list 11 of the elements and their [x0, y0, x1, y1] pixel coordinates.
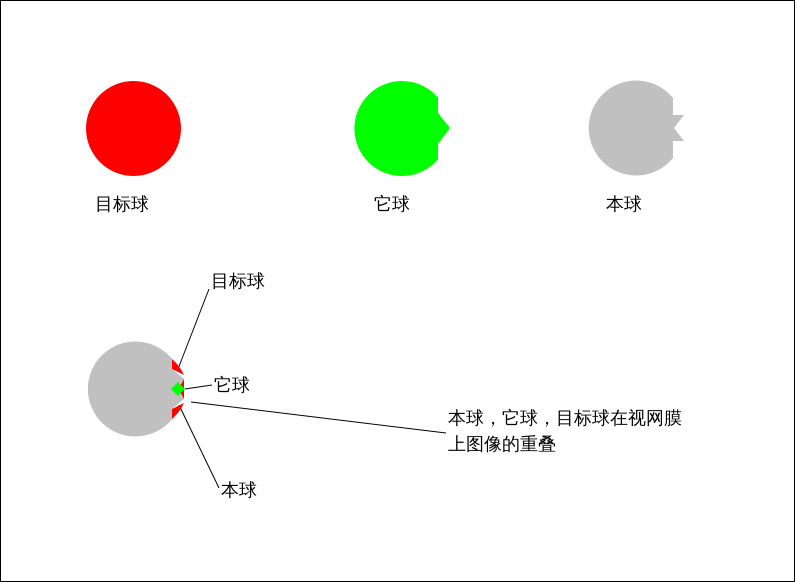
ball-label: 目标球: [95, 193, 149, 217]
callout-label: 目标球: [211, 270, 265, 294]
leader-line: [190, 402, 446, 434]
ball-label: 它球: [374, 193, 410, 217]
leader-line: [184, 384, 212, 390]
note-text: 本球，它球，目标球在视网膜上图像的重叠: [448, 407, 683, 457]
leader-line: [178, 404, 220, 488]
callout-label: 它球: [214, 374, 250, 398]
callout-label: 本球: [221, 479, 257, 503]
leader-line: [178, 288, 210, 370]
ball-label: 本球: [606, 193, 642, 217]
